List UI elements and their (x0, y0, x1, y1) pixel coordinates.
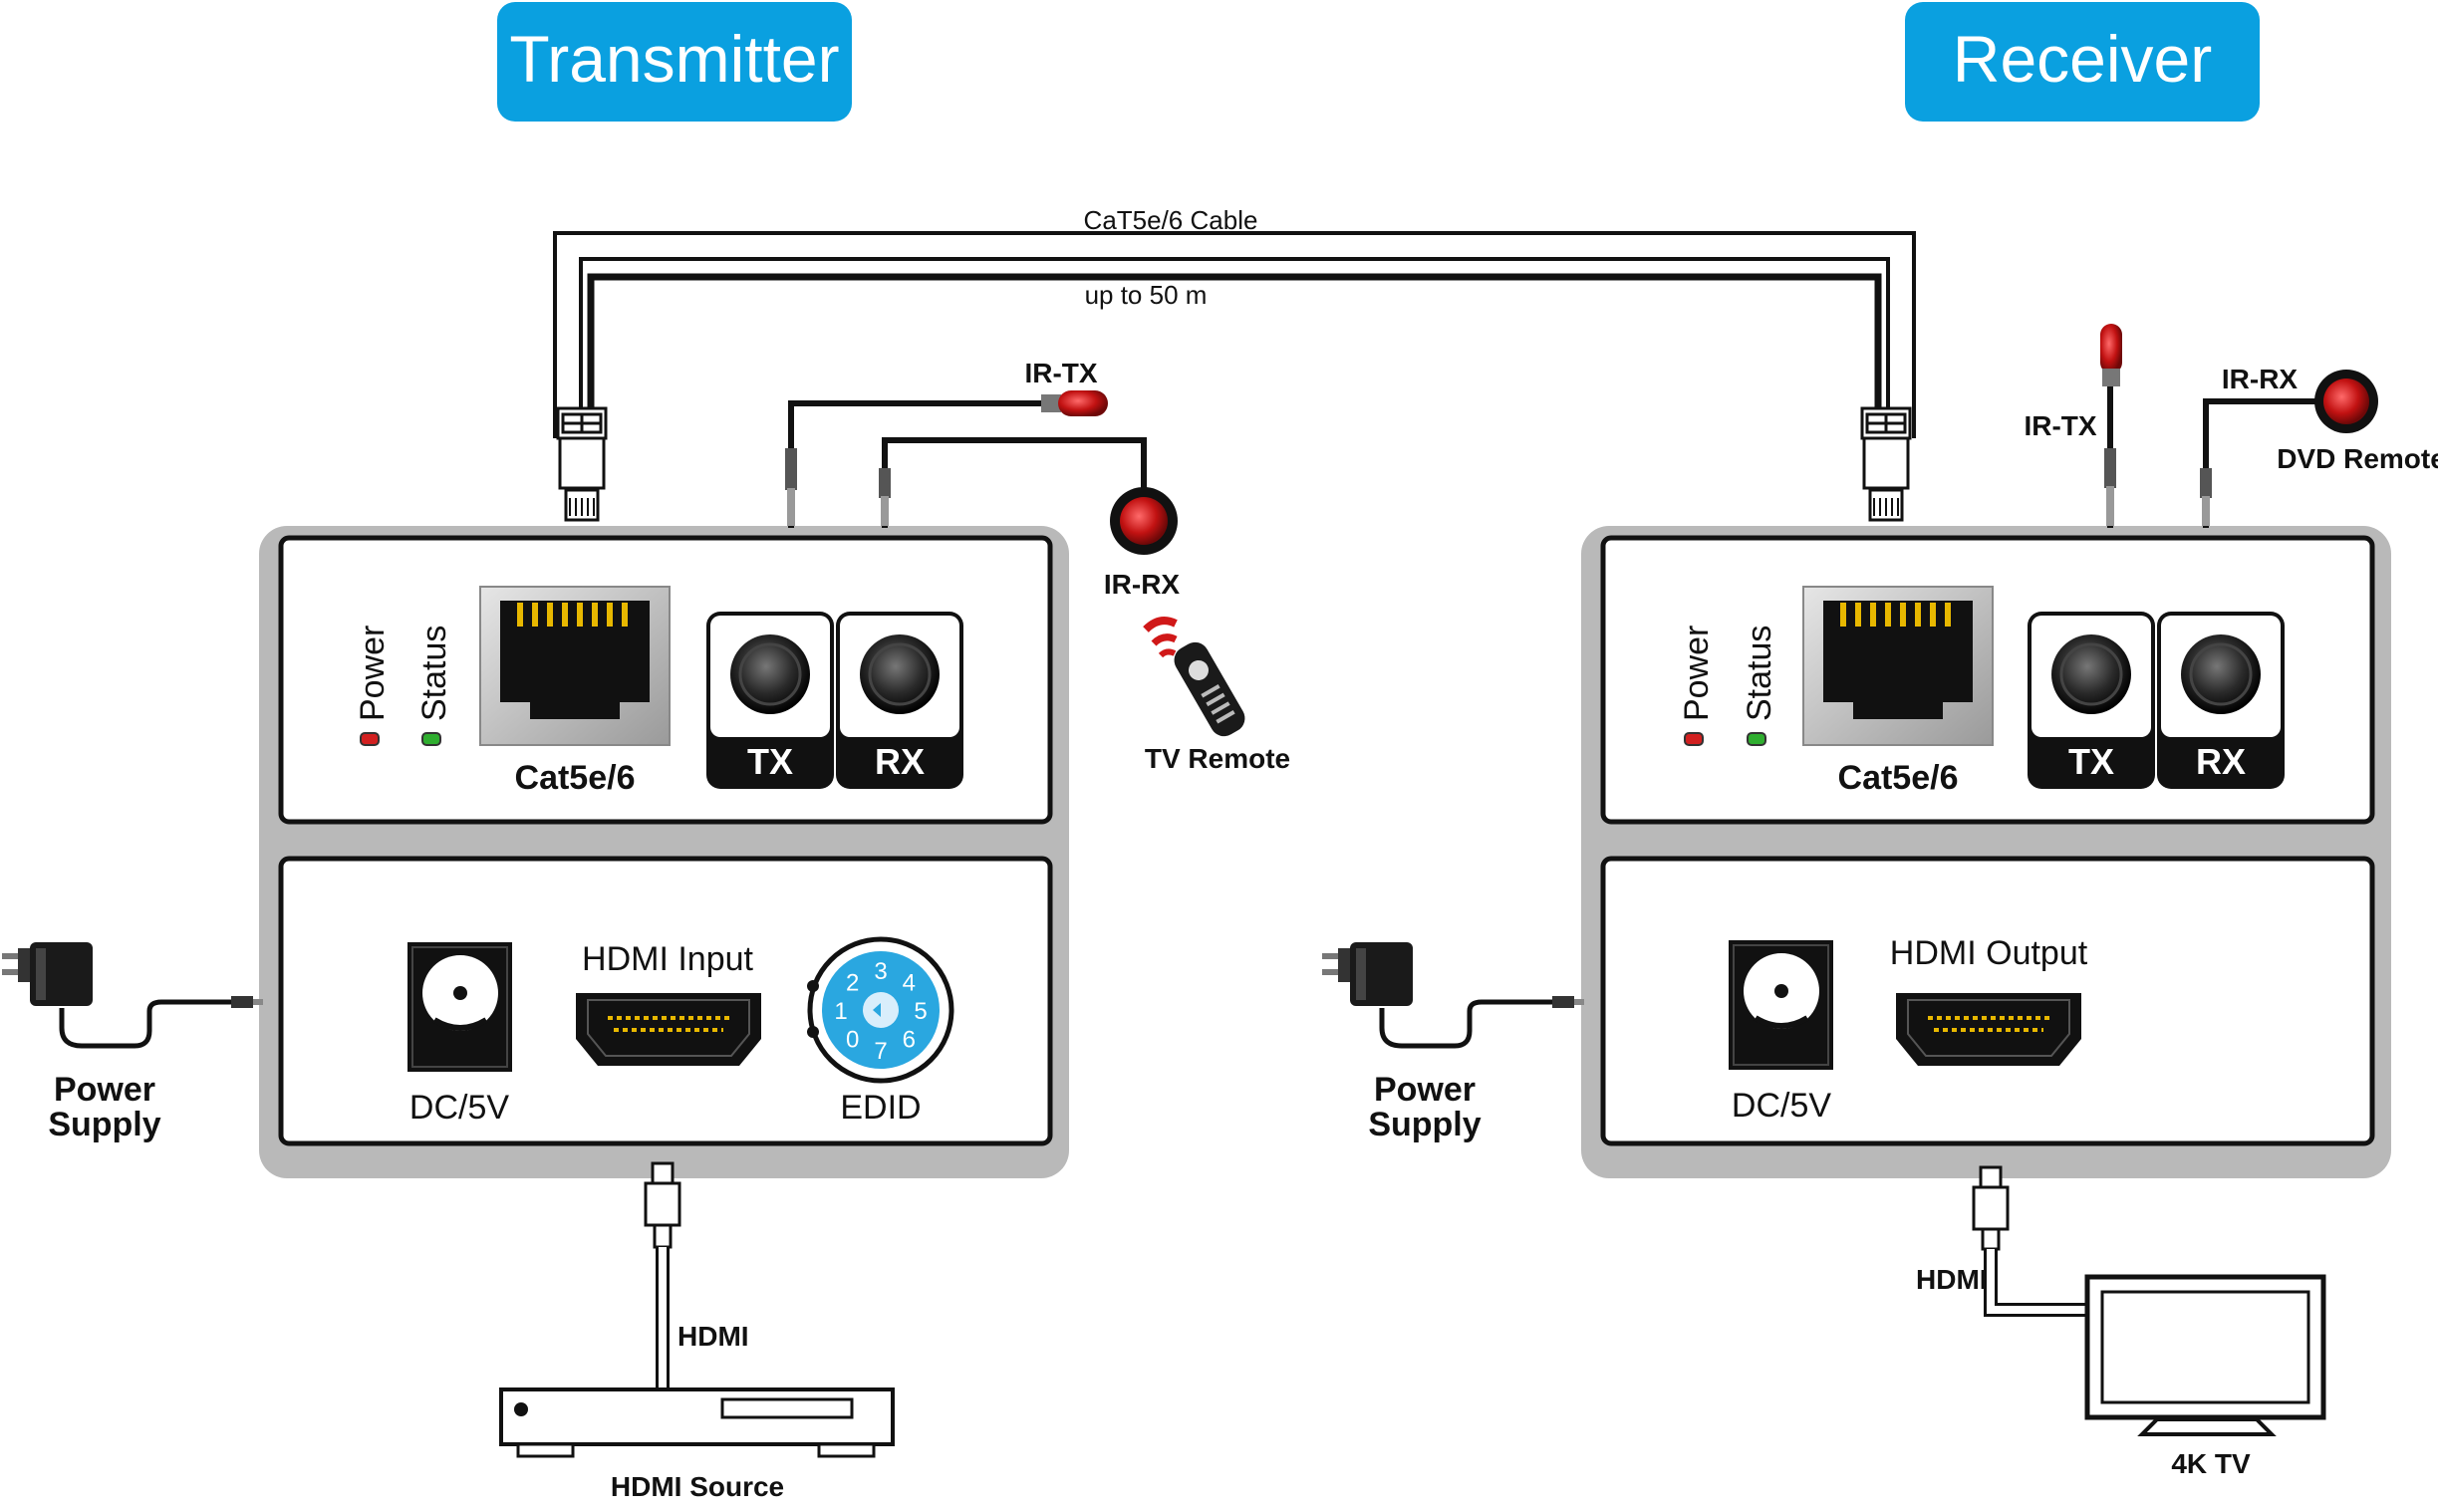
tx-ir-tx-emitter-icon (1041, 390, 1108, 416)
cable-name-label: CaT5e/6 Cable (1084, 205, 1258, 235)
tx-ir-rx-receiver-icon (1110, 487, 1178, 555)
tx-power-supply-label-1: Power (54, 1071, 155, 1109)
rj45-plug-rx-icon (1860, 406, 1912, 522)
hdmi-source-icon (499, 1387, 895, 1458)
rx-ir-tx-cable (2104, 369, 2116, 528)
tx-ir-rx-plug-icon (879, 468, 891, 526)
receiver-header: Receiver (1905, 2, 2260, 122)
edid-digit-6: 6 (903, 1026, 916, 1053)
rx-power-adapter-icon (1322, 942, 1413, 1006)
edid-digit-2: 2 (846, 970, 859, 997)
tx-ir-tx-label: IR-TX (1024, 358, 1097, 388)
rx-ir-rx-cable (2200, 398, 2316, 528)
edid-digit-0: 0 (846, 1026, 859, 1053)
rx-ir-tx-port-label: TX (2068, 741, 2114, 782)
rx-hdmi-label: HDMI Output (1890, 934, 2088, 972)
rx-ir-tx-port: TX (2028, 612, 2155, 789)
rx-ir-rx-port: RX (2157, 612, 2285, 789)
cat-cable (553, 231, 1916, 438)
rx-ir-tx-emitter-icon (2100, 324, 2122, 386)
rx-power-cable (1379, 999, 1552, 1049)
tx-hdmi-cable-label: HDMI (677, 1321, 749, 1352)
receiver-title: Receiver (1953, 22, 2212, 96)
edid-digit-5: 5 (914, 998, 927, 1025)
tx-power-cable (59, 999, 231, 1049)
tx-rj45-label: Cat5e/6 (515, 759, 636, 797)
tx-hdmi-cable (644, 1161, 681, 1389)
edid-digit-1: 1 (834, 998, 847, 1025)
rx-ir-tx-label: IR-TX (2024, 410, 2096, 441)
tx-led-status: Status (415, 626, 453, 746)
rx-ir-rx-label: IR-RX (2222, 364, 2299, 394)
rx-ir-rx-receiver-icon (2314, 370, 2378, 433)
tx-ir-rx-cable (882, 437, 1147, 528)
rx-dc-port-icon (1729, 940, 1833, 1070)
transmitter-title: Transmitter (509, 22, 839, 96)
tx-ir-rx-label: IR-RX (1104, 569, 1181, 600)
rx-hdmi-cable-label: HDMI (1916, 1264, 1988, 1295)
transmitter-header: Transmitter (497, 2, 852, 122)
tx-power-supply-label-2: Supply (48, 1106, 160, 1143)
rx-power-supply-label-1: Power (1374, 1071, 1476, 1109)
tv-remote-icon (1143, 617, 1245, 737)
tx-power-adapter-icon (2, 942, 93, 1006)
rx-hdmi-cable (1972, 1165, 2090, 1317)
tv-remote-label: TV Remote (1145, 743, 1290, 774)
tx-ir-tx-port-label: TX (747, 741, 793, 782)
tx-ir-tx-plug-icon (785, 448, 797, 526)
rx-led-power: Power (1678, 626, 1716, 746)
tx-hdmi-label: HDMI Input (582, 940, 753, 978)
tv-label: 4K TV (2171, 1448, 2251, 1479)
rx-led-status-label: Status (1741, 626, 1778, 721)
rx-dc-label: DC/5V (1732, 1087, 1831, 1125)
tx-led-status-label: Status (415, 626, 453, 721)
rx-led-status: Status (1741, 626, 1778, 746)
tx-hdmi-port-icon (576, 993, 761, 1066)
edid-label: EDID (840, 1089, 921, 1127)
tx-ir-rx-port-label: RX (875, 741, 925, 782)
tx-ir-tx-cable (788, 400, 1056, 528)
tx-led-power-label: Power (354, 626, 392, 721)
rx-hdmi-port-icon (1896, 993, 2081, 1066)
tx-dc-port-icon (407, 942, 512, 1072)
rj45-plug-tx-icon (556, 406, 608, 522)
tv-icon (2084, 1274, 2326, 1436)
edid-dial-icon (807, 936, 954, 1084)
rx-rj45-port-icon (1802, 586, 1994, 746)
tx-dc-label: DC/5V (409, 1089, 509, 1127)
tx-rj45-port-icon (479, 586, 671, 746)
edid-digit-4: 4 (903, 970, 916, 997)
dvd-remote-label: DVD Remote (2277, 443, 2438, 474)
tx-led-power: Power (354, 626, 392, 746)
tx-ir-tx-port: TX (706, 612, 834, 789)
rx-led-power-label: Power (1678, 626, 1716, 721)
tx-power-plug-icon (231, 996, 263, 1008)
tx-ir-rx-port: RX (836, 612, 963, 789)
rx-power-supply-label-2: Supply (1368, 1106, 1481, 1143)
rx-power-plug-icon (1552, 996, 1584, 1008)
edid-digit-7: 7 (874, 1038, 887, 1065)
cable-distance-label: up to 50 m (1085, 280, 1208, 310)
rx-ir-rx-port-label: RX (2196, 741, 2246, 782)
edid-digit-3: 3 (874, 958, 887, 985)
hdmi-source-label: HDMI Source (611, 1471, 784, 1502)
rx-rj45-label: Cat5e/6 (1838, 759, 1959, 797)
